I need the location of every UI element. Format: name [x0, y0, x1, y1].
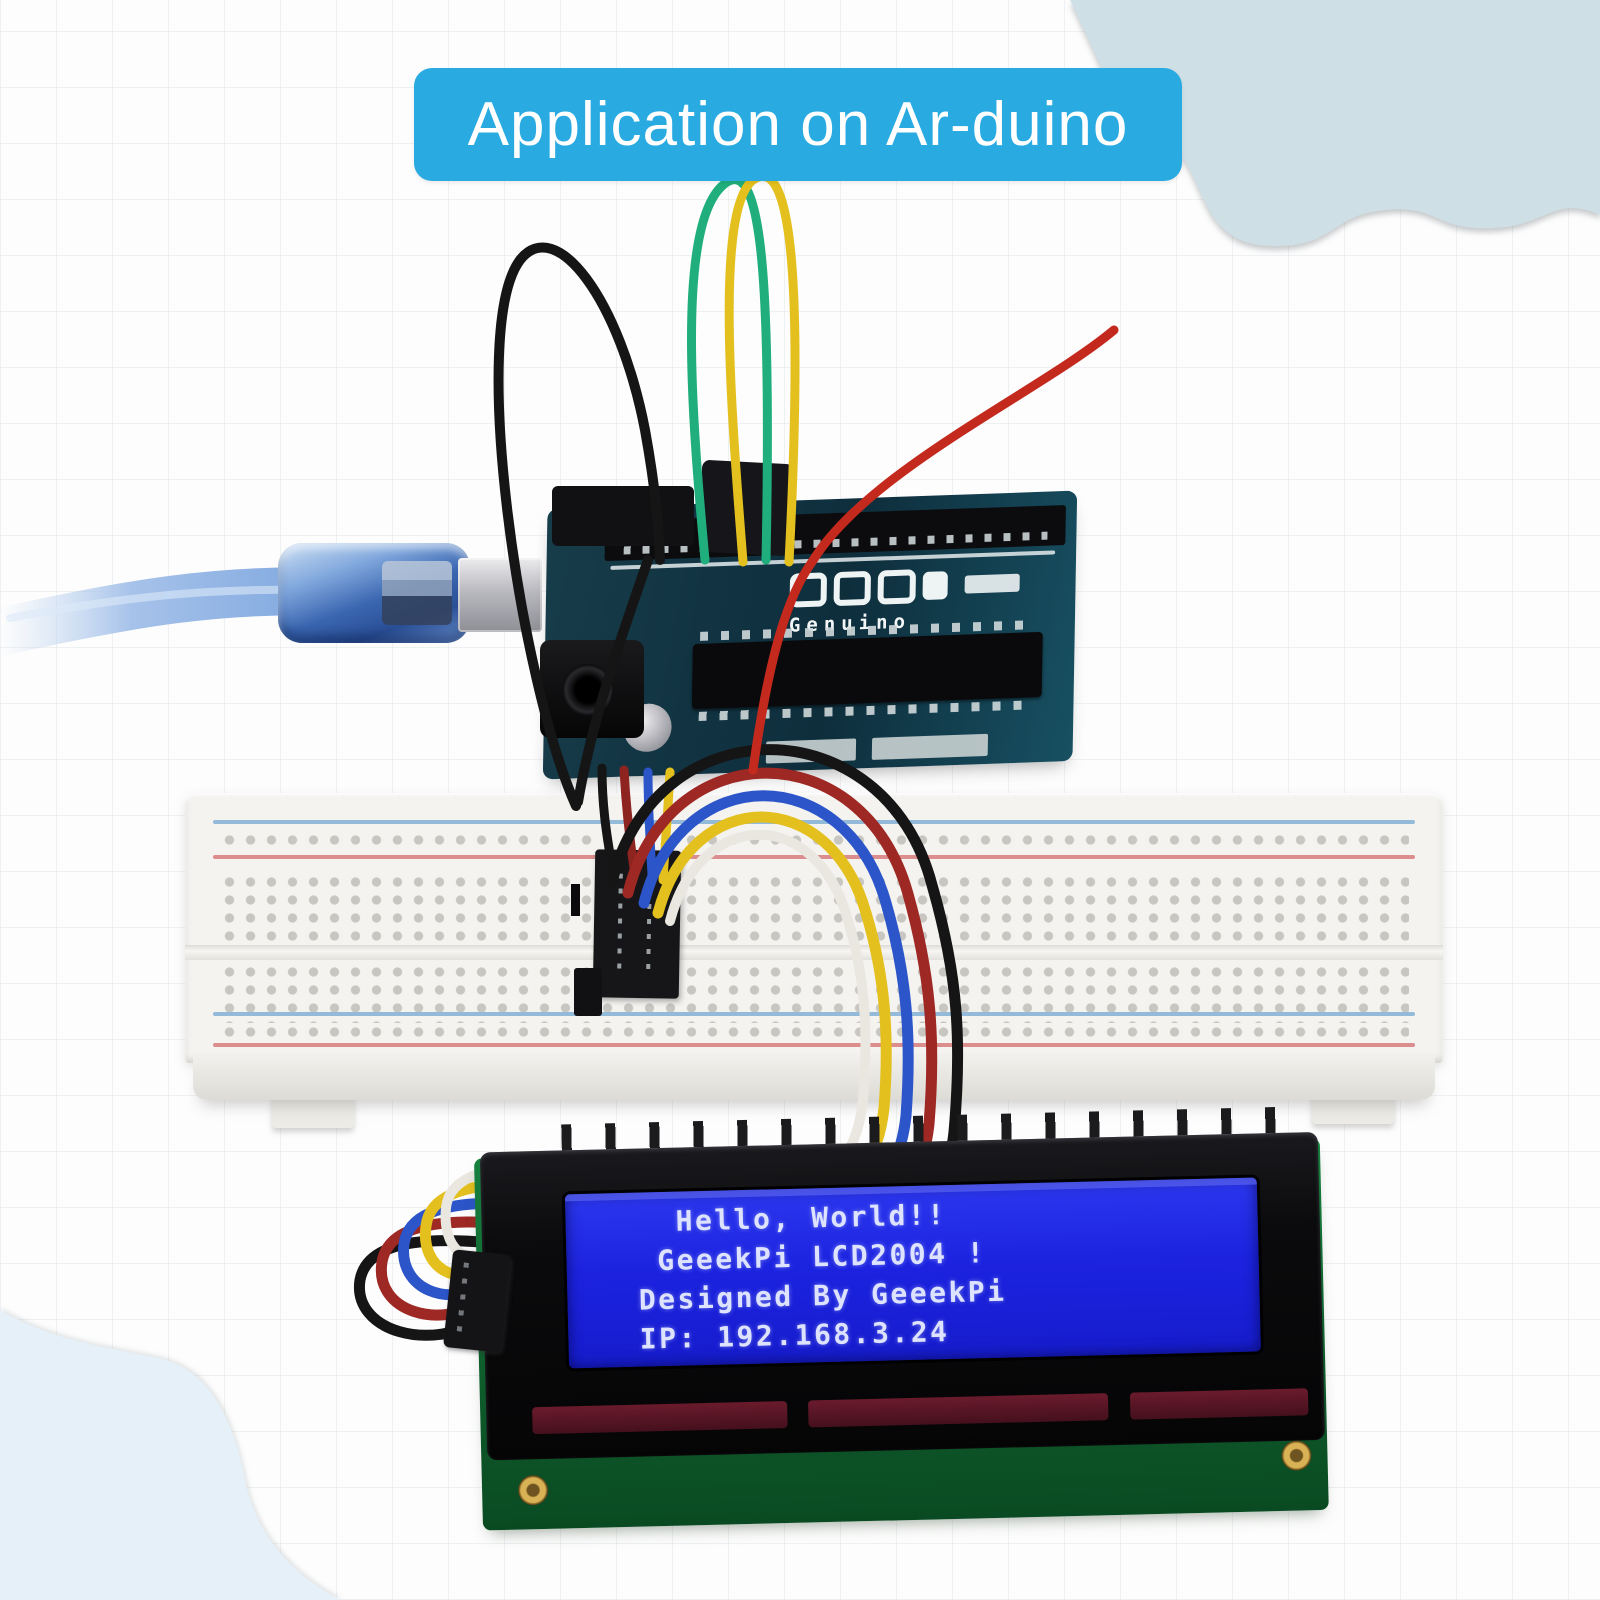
usb-metal-plug [458, 558, 542, 632]
i2c-adapter-pin [571, 884, 580, 916]
title-banner-label: Application on Ar-duino [467, 90, 1129, 159]
usb-connector-body [278, 543, 470, 643]
lcd-line-4: IP: 192.168.3.24 [620, 1315, 950, 1357]
lcd-bezel: Hello, World!! GeeekPi LCD2004 ! Designe… [479, 1131, 1326, 1461]
jumper-housing [552, 486, 694, 546]
i2c-adapter-pin [574, 968, 602, 1016]
rail-holes [219, 1023, 1409, 1039]
power-jack [540, 640, 644, 738]
board-label [765, 738, 856, 764]
breadboard [185, 793, 1443, 1063]
rail-line-blue [213, 820, 1415, 824]
rail-holes [219, 831, 1409, 849]
lcd-bezel-strip [532, 1401, 788, 1435]
microcontroller-chip [692, 632, 1043, 710]
lcd-wire-connector [443, 1249, 511, 1353]
rail-line-red [213, 1043, 1415, 1047]
center-channel [185, 945, 1443, 960]
jumper-housing [697, 459, 795, 557]
breadboard-base [193, 1056, 1435, 1100]
board-label [871, 734, 989, 760]
rail-line-blue [213, 1012, 1415, 1016]
terminal-holes-top [219, 873, 1409, 943]
lcd-bezel-strip [1129, 1388, 1309, 1420]
rail-line-red [213, 855, 1415, 859]
title-banner: Application on Ar-duino [414, 68, 1182, 181]
lcd-screen: Hello, World!! GeeekPi LCD2004 ! Designe… [564, 1177, 1261, 1369]
lcd-bezel-strip [807, 1393, 1109, 1428]
lcd2004-module: Hello, World!! GeeekPi LCD2004 ! Designe… [465, 1097, 1355, 1538]
i2c-adapter-module [592, 849, 682, 999]
lcd-text: Hello, World!! GeeekPi LCD2004 ! Designe… [617, 1194, 1008, 1359]
genuino-infinity-logo [789, 566, 1020, 608]
